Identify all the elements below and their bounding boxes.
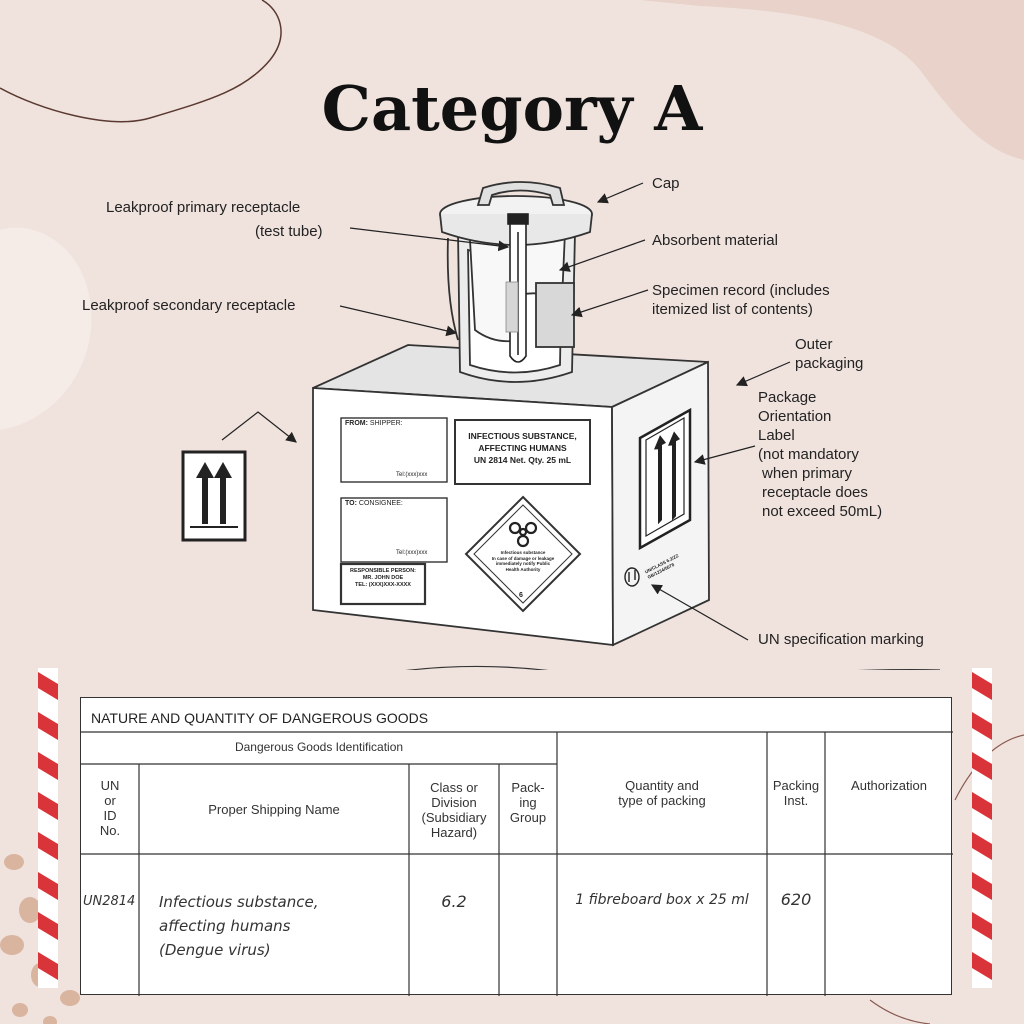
side-up-arrows-icon	[654, 431, 680, 525]
label-outer-packaging-2: packaging	[795, 355, 864, 372]
to-tel: Tel:(xxx)xxx	[396, 550, 428, 556]
label-primary-receptacle-sub: (test tube)	[255, 223, 323, 240]
label-orientation-2: Orientation	[758, 408, 832, 425]
wavy-line-top-left	[0, 0, 282, 123]
col-header-name: Proper Shipping Name	[208, 802, 340, 817]
label-secondary-receptacle: Leakproof secondary receptacle	[82, 297, 296, 314]
box-front-labels	[339, 417, 591, 613]
table-heading: NATURE AND QUANTITY OF DANGEROUS GOODS	[91, 710, 429, 726]
from-address-box	[340, 417, 448, 483]
label-un-spec-marking: UN specification marking	[758, 631, 924, 648]
label-orientation-3: Label	[758, 427, 795, 444]
cap-handle	[476, 181, 566, 206]
to-address-box	[340, 497, 448, 563]
col-header-auth: Authorization	[851, 778, 927, 793]
secondary-receptacle	[439, 181, 593, 383]
hazard-stripes-left	[38, 668, 58, 988]
blob-top-right	[640, 0, 1024, 160]
to-label: TO: CONSIGNEE:	[345, 500, 403, 507]
label-orientation-5: when primary	[762, 465, 853, 482]
responsible-person-text: RESPONSIBLE PERSON: MR. JOHN DOE TEL: (X…	[349, 568, 416, 588]
hazard-stripes-right	[972, 668, 992, 988]
cell-inst: 620	[780, 890, 812, 909]
label-orientation-6: receptacle does	[762, 484, 868, 501]
side-orientation-label	[638, 407, 692, 551]
dangerous-goods-table: NATURE AND QUANTITY OF DANGEROUS GOODS D…	[80, 697, 953, 996]
package-diagram	[181, 181, 941, 670]
table-grid	[81, 731, 953, 996]
page-title: Category A	[321, 72, 703, 145]
infectious-substance-text: INFECTIOUS SUBSTANCE, AFFECTING HUMANS U…	[468, 431, 577, 465]
blob-left	[0, 227, 92, 430]
cell-qty: 1 fibreboard box x 25 ml	[575, 892, 749, 908]
group-header: Dangerous Goods Identification	[234, 740, 404, 754]
leader-lines	[221, 182, 791, 641]
biohazard-icon	[508, 521, 538, 548]
label-absorbent-material: Absorbent material	[652, 232, 778, 249]
specimen-record-label	[535, 282, 575, 348]
from-label: FROM: SHIPPER:	[345, 420, 403, 427]
cell-class: 6.2	[441, 892, 467, 911]
diamond-text: Infectious substance In case of damage o…	[491, 550, 555, 572]
biohazard-diamond	[464, 495, 582, 613]
label-orientation-4: (not mandatory	[758, 446, 859, 463]
from-tel: Tel:(xxx)xxx	[396, 472, 428, 478]
label-specimen-record-1: Specimen record (includes	[652, 282, 830, 299]
orientation-label-icon	[181, 450, 247, 542]
responsible-person-box	[339, 562, 427, 606]
label-orientation-7: not exceed 50mL)	[762, 503, 883, 520]
label-primary-receptacle: Leakproof primary receptacle	[106, 199, 301, 216]
label-cap: Cap	[652, 175, 680, 192]
label-outer-packaging-1: Outer	[795, 336, 833, 353]
cell-un: UN2814	[83, 894, 136, 909]
label-specimen-record-2: itemized list of contents)	[652, 301, 813, 318]
label-orientation-1: Package	[758, 389, 817, 406]
cell-name: Infectious substance, affecting humans (…	[159, 893, 319, 959]
infectious-substance-box	[454, 419, 591, 485]
diamond-class: 6	[519, 592, 523, 599]
wavy-line-bottom	[869, 999, 931, 1024]
un-spec-mark-icon	[624, 567, 640, 587]
